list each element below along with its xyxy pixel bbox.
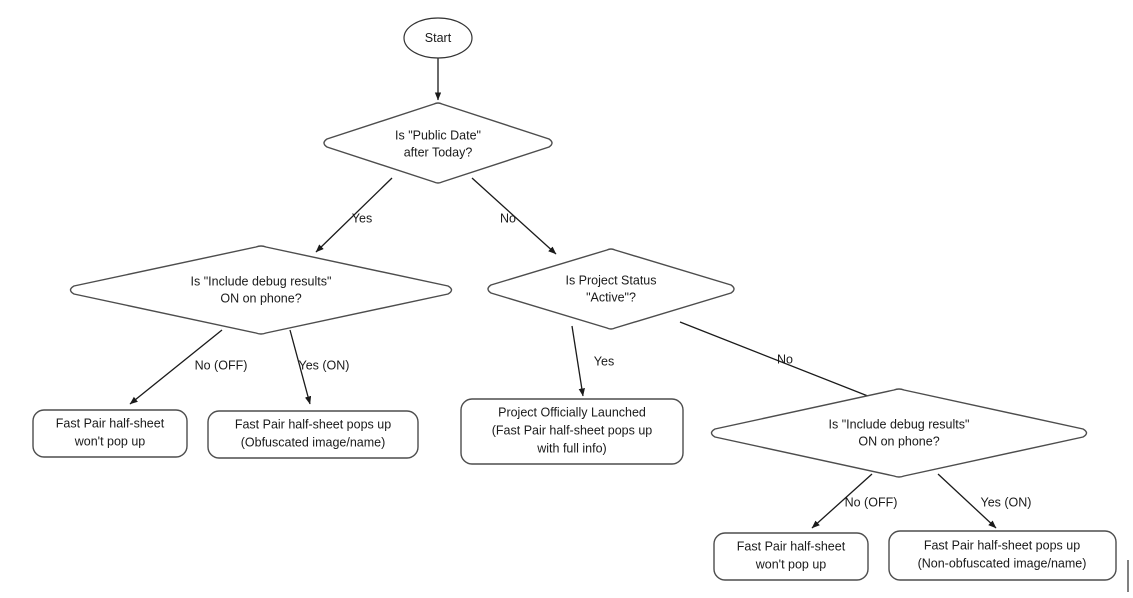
node-result-right-off[interactable]: Fast Pair half-sheet won't pop up [713, 532, 869, 581]
edge-debug-right-no [811, 473, 873, 529]
edge-debug-left-no [129, 329, 223, 405]
node-result-left-on[interactable]: Fast Pair half-sheet pops up (Obfuscated… [207, 410, 419, 459]
edge-label-project-status-no: No [777, 352, 793, 366]
start-label: Start [425, 31, 452, 45]
edge-label-debug-right-no: No (OFF) [845, 495, 898, 509]
debug-right-diamond [710, 388, 1088, 478]
edge-label-debug-right-yes: Yes (ON) [981, 495, 1032, 509]
debug-right-line2: ON on phone? [858, 434, 939, 448]
project-status-diamond [487, 248, 735, 330]
node-result-launched[interactable]: Project Officially Launched (Fast Pair h… [460, 398, 684, 465]
node-debug-right-decision[interactable]: Is "Include debug results" ON on phone? [710, 388, 1088, 478]
edge-group [129, 58, 997, 529]
result-left-off-line2: won't pop up [74, 434, 146, 448]
project-status-line2: "Active"? [586, 290, 636, 304]
node-result-right-on[interactable]: Fast Pair half-sheet pops up (Non-obfusc… [888, 530, 1117, 581]
edge-public-date-yes [315, 177, 393, 253]
edge-label-group: Yes No No (OFF) Yes (ON) Yes No No (OFF)… [195, 211, 1032, 509]
project-status-line1: Is Project Status [565, 273, 656, 287]
edge-project-status-no [679, 321, 879, 401]
node-public-date-decision[interactable]: Is "Public Date" after Today? [323, 102, 553, 184]
public-date-diamond [323, 102, 553, 184]
node-result-left-off[interactable]: Fast Pair half-sheet won't pop up [32, 409, 188, 458]
result-launched-line3: with full info) [536, 441, 606, 455]
debug-left-line2: ON on phone? [220, 291, 301, 305]
public-date-line2: after Today? [404, 145, 473, 159]
result-right-off-line1: Fast Pair half-sheet [737, 539, 846, 553]
node-start[interactable]: Start [403, 17, 473, 59]
result-right-off-box [713, 532, 869, 581]
edge-label-debug-left-no: No (OFF) [195, 358, 248, 372]
result-left-on-line1: Fast Pair half-sheet pops up [235, 417, 391, 431]
edge-debug-right-yes [937, 473, 997, 529]
edge-public-date-no [471, 177, 557, 255]
result-right-on-line2: (Non-obfuscated image/name) [918, 556, 1087, 570]
start-ellipse [403, 17, 473, 59]
debug-right-line1: Is "Include debug results" [829, 417, 970, 431]
result-left-on-box [207, 410, 419, 459]
result-launched-line2: (Fast Pair half-sheet pops up [492, 423, 653, 437]
edge-debug-left-yes [289, 329, 312, 405]
result-left-on-line2: (Obfuscated image/name) [241, 435, 386, 449]
result-launched-box [460, 398, 684, 465]
edge-label-public-date-yes: Yes [352, 211, 372, 225]
node-debug-left-decision[interactable]: Is "Include debug results" ON on phone? [69, 245, 453, 335]
result-right-on-line1: Fast Pair half-sheet pops up [924, 538, 1080, 552]
edge-project-status-yes [571, 325, 585, 397]
result-right-on-box [888, 530, 1117, 581]
result-right-off-line2: won't pop up [755, 557, 827, 571]
edge-label-public-date-no: No [500, 211, 516, 225]
result-left-off-line1: Fast Pair half-sheet [56, 416, 165, 430]
edge-label-debug-left-yes: Yes (ON) [299, 358, 350, 372]
edge-label-project-status-yes: Yes [594, 354, 614, 368]
public-date-line1: Is "Public Date" [395, 128, 481, 142]
result-launched-line1: Project Officially Launched [498, 405, 646, 419]
debug-left-diamond [69, 245, 453, 335]
result-left-off-box [32, 409, 188, 458]
debug-left-line1: Is "Include debug results" [191, 274, 332, 288]
node-project-status-decision[interactable]: Is Project Status "Active"? [487, 248, 735, 330]
